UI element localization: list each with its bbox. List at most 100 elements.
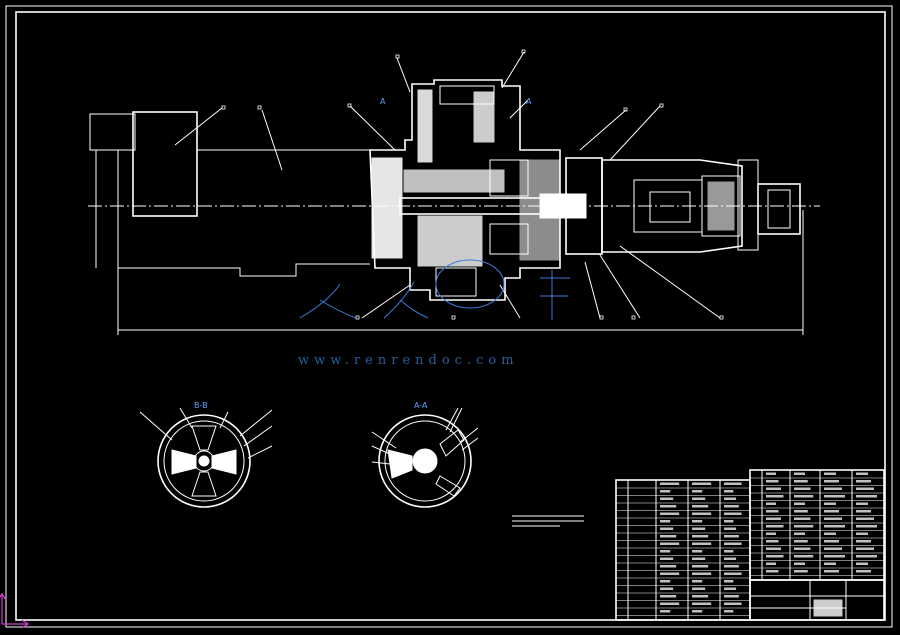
table-cell-mark xyxy=(856,480,871,483)
table-cell-mark xyxy=(692,610,703,613)
table-cell-mark xyxy=(660,490,671,493)
table-cell-mark xyxy=(824,502,836,505)
table-cell-mark xyxy=(724,557,737,560)
table-cell-mark xyxy=(692,595,709,598)
table-cell-mark xyxy=(724,490,734,493)
table-cell-mark xyxy=(766,532,776,535)
table-cell-mark xyxy=(856,510,871,513)
table-cell-mark xyxy=(766,525,784,528)
table-cell-mark xyxy=(794,540,808,543)
table-cell-mark xyxy=(692,490,703,493)
table-cell-mark xyxy=(660,482,680,485)
table-cell-mark xyxy=(692,482,712,485)
table-cell-mark xyxy=(856,495,877,498)
table-cell-mark xyxy=(724,512,742,515)
table-cell-mark xyxy=(660,587,674,590)
table-cell-mark xyxy=(724,542,742,545)
ucs-icon xyxy=(0,592,30,629)
table-cell-mark xyxy=(824,472,836,475)
table-cell-mark xyxy=(724,595,739,598)
table-cell-mark xyxy=(856,487,874,490)
table-cell-mark xyxy=(766,555,784,558)
table-cell-mark xyxy=(824,510,839,513)
technical-note-lines xyxy=(512,515,584,527)
table-cell-mark xyxy=(794,502,805,505)
table-cell-mark xyxy=(766,562,776,565)
table-cell-mark xyxy=(692,535,709,538)
table-cell-mark xyxy=(824,555,845,558)
table-cell-mark xyxy=(692,550,703,553)
table-cell-mark xyxy=(660,535,677,538)
table-cell-mark xyxy=(660,497,674,500)
inner-frame xyxy=(15,11,886,621)
table-cell-mark xyxy=(856,472,868,475)
table-cell-mark xyxy=(660,595,677,598)
table-cell-mark xyxy=(724,482,742,485)
table-cell-mark xyxy=(660,565,677,568)
table-cell-mark xyxy=(824,547,842,550)
table-cell-mark xyxy=(660,550,671,553)
table-cell-mark xyxy=(856,570,871,573)
table-cell-mark xyxy=(794,525,814,528)
table-cell-mark xyxy=(824,540,839,543)
table-cell-mark xyxy=(724,527,737,530)
table-cell-mark xyxy=(724,505,739,508)
table-cell-mark xyxy=(692,527,706,530)
section-mark-a-right: A xyxy=(526,97,532,106)
table-cell-mark xyxy=(824,487,842,490)
table-cell-mark xyxy=(856,562,868,565)
table-cell-mark xyxy=(692,572,712,575)
table-cell-mark xyxy=(724,565,739,568)
table-cell-mark xyxy=(692,542,712,545)
table-cell-mark xyxy=(856,547,874,550)
table-cell-mark xyxy=(794,562,805,565)
table-cell-mark xyxy=(724,520,734,523)
section-mark-a-left: A xyxy=(380,97,386,106)
section-view-aa-label: A-A xyxy=(414,401,428,410)
table-cell-mark xyxy=(660,505,677,508)
table-cell-mark xyxy=(660,557,674,560)
table-cell-mark xyxy=(660,610,671,613)
table-cell-mark xyxy=(766,540,779,543)
table-cell-mark xyxy=(824,525,845,528)
table-cell-mark xyxy=(856,502,868,505)
table-cell-mark xyxy=(692,602,712,605)
table-cell-mark xyxy=(660,572,680,575)
table-cell-mark xyxy=(856,525,877,528)
table-cell-mark xyxy=(724,587,737,590)
table-cell-mark xyxy=(824,562,836,565)
table-cell-mark xyxy=(692,505,709,508)
table-cell-mark xyxy=(692,557,706,560)
table-cell-mark xyxy=(692,512,712,515)
main-assembly-view xyxy=(88,49,820,335)
table-cell-mark xyxy=(766,480,779,483)
table-cell-mark xyxy=(692,565,709,568)
section-view-bb xyxy=(139,407,273,508)
table-cell-mark xyxy=(794,570,808,573)
table-cell-mark xyxy=(856,532,868,535)
table-cell-mark xyxy=(824,517,842,520)
table-cell-mark xyxy=(794,472,805,475)
table-cell-mark xyxy=(794,547,811,550)
table-cell-mark xyxy=(660,512,680,515)
table-cell-mark xyxy=(692,587,706,590)
table-cell-mark xyxy=(724,572,742,575)
table-cell-mark xyxy=(660,527,674,530)
table-cell-mark xyxy=(824,532,836,535)
table-cell-mark xyxy=(766,502,776,505)
table-cell-mark xyxy=(766,547,781,550)
table-cell-mark xyxy=(856,517,874,520)
table-cell-mark xyxy=(794,510,808,513)
table-cell-mark xyxy=(724,580,734,583)
table-cell-mark xyxy=(660,520,671,523)
table-cell-mark xyxy=(660,580,671,583)
table-cell-mark xyxy=(724,610,734,613)
table-cell-mark xyxy=(766,495,784,498)
table-cell-mark xyxy=(794,495,814,498)
table-cell-mark xyxy=(856,540,871,543)
table-cell-mark xyxy=(766,517,781,520)
table-cell-mark xyxy=(794,555,814,558)
parts-list-table xyxy=(615,469,885,621)
